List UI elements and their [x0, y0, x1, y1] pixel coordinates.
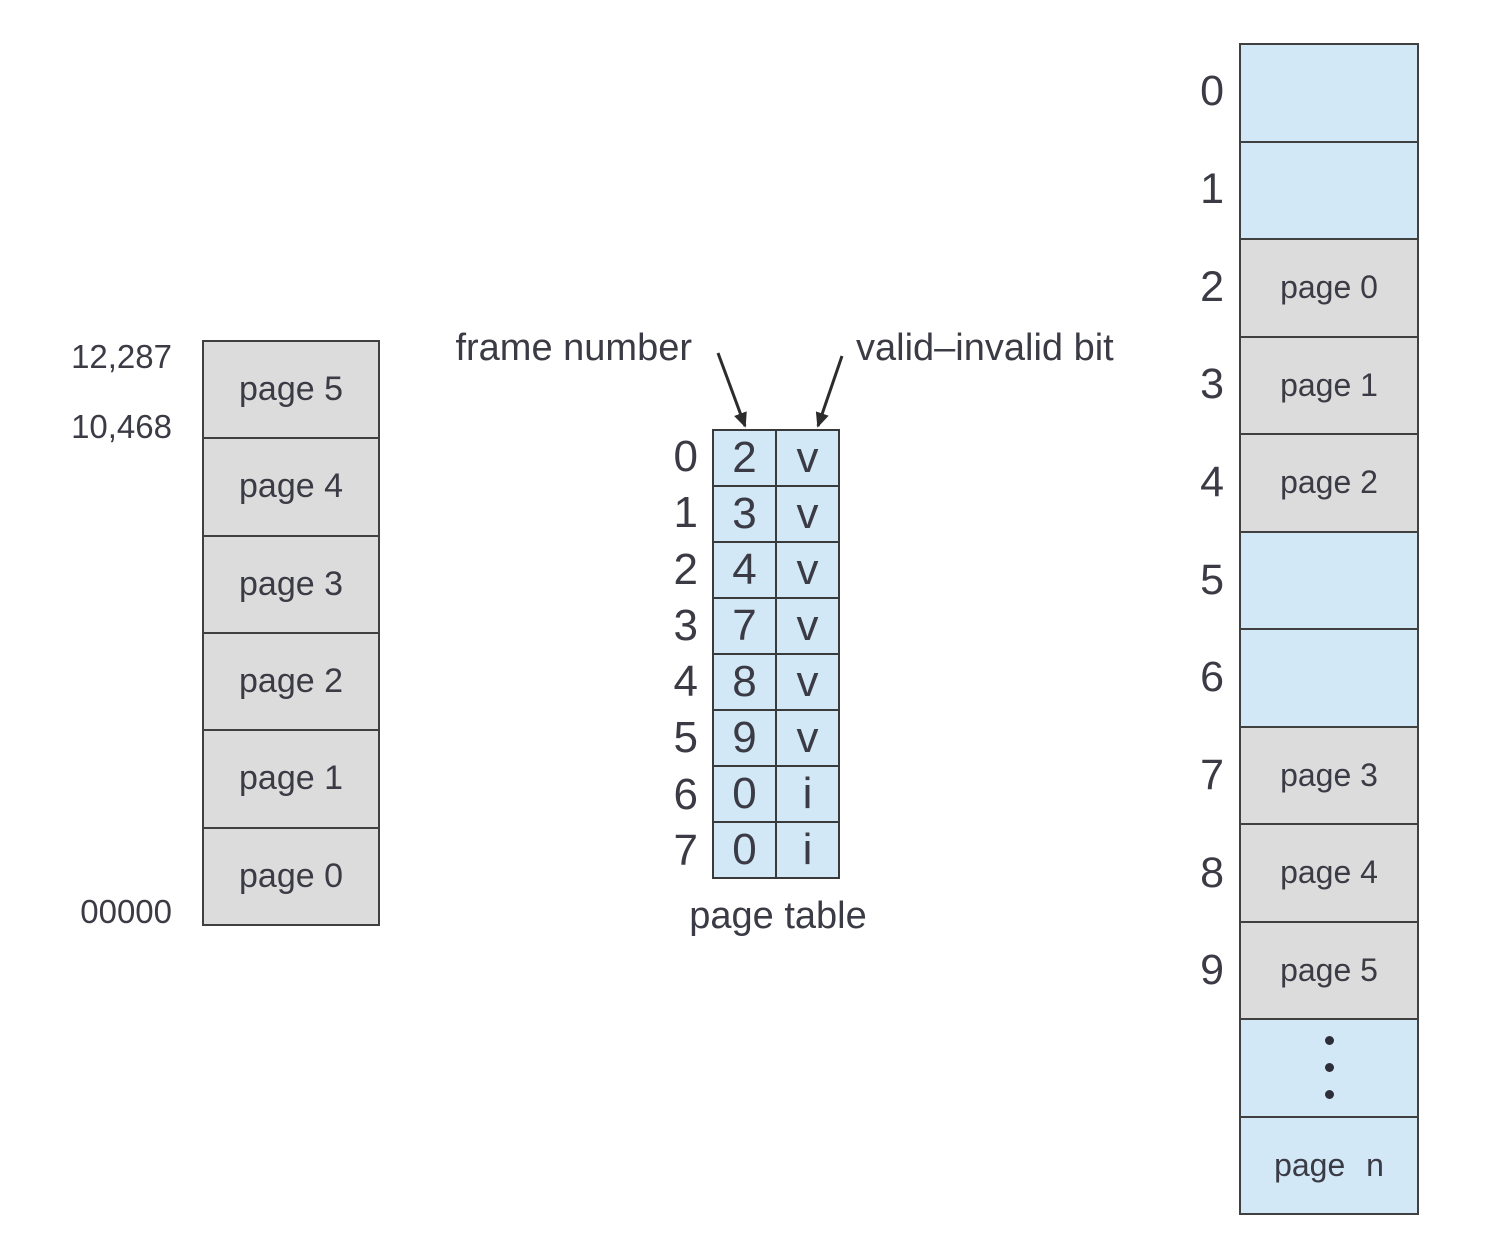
valid-bit-cell: i	[775, 821, 840, 879]
logical-page-cell: page 1	[202, 729, 380, 829]
page-table-index: 3	[673, 600, 698, 650]
physical-frame-cell: page 5	[1239, 920, 1419, 1020]
valid-invalid-bit-label: valid–invalid bit	[856, 327, 1114, 369]
frame-index-label: 0	[1200, 67, 1224, 116]
logical-page-cell: page 3	[202, 534, 380, 634]
valid-bit-cell: v	[775, 429, 840, 487]
page-table-row: 3 v	[712, 485, 840, 543]
physical-frame-cell	[1239, 1018, 1419, 1118]
logical-page-cell: page 2	[202, 631, 380, 732]
physical-frame-cell: page n	[1239, 1115, 1419, 1215]
physical-frame-cell: page 1	[1239, 335, 1419, 435]
frame-index-label: 9	[1200, 946, 1224, 995]
physical-frame-cell: page 2	[1239, 433, 1419, 533]
logical-page-cell: page 4	[202, 437, 380, 537]
page-table-index: 5	[673, 713, 698, 763]
pointer-arrows	[716, 352, 844, 428]
frame-index-label	[1146, 1020, 1224, 1118]
frame-index-label: 8	[1200, 848, 1224, 897]
valid-bit-cell: i	[775, 765, 840, 823]
physical-frame-index-labels: 0 1 2 3 4 5 6 7 8 9	[1146, 43, 1224, 1215]
valid-bit-cell: v	[775, 597, 840, 655]
frame-index-label: 5	[1200, 555, 1224, 604]
physical-frame-cell	[1239, 530, 1419, 630]
logical-address-bottom: 00000	[80, 893, 172, 930]
frame-number-cell: 0	[712, 765, 777, 823]
physical-frame-cell: page 4	[1239, 823, 1419, 923]
page-table-row: 8 v	[712, 653, 840, 711]
frame-index-label: 6	[1200, 653, 1224, 702]
page-table-index-labels: 0 1 2 3 4 5 6 7	[610, 429, 698, 879]
valid-bit-cell: v	[775, 709, 840, 767]
logical-memory-column: page 5 page 4 page 3 page 2 page 1 page …	[202, 340, 380, 926]
valid-bit-cell: v	[775, 485, 840, 543]
frame-index-label: 4	[1200, 458, 1224, 507]
page-table-index: 0	[673, 432, 698, 482]
physical-frame-cell	[1239, 628, 1419, 728]
page-table-index: 7	[673, 825, 698, 875]
frame-number-cell: 8	[712, 653, 777, 711]
page-table: 2 v 3 v 4 v 7 v 8 v 9 v 0 i 0 i	[712, 429, 840, 879]
frame-index-label: 7	[1200, 751, 1224, 800]
logical-page-cell: page 5	[202, 340, 380, 440]
physical-memory-column: page 0 page 1 page 2 page 3 page 4 page …	[1239, 43, 1419, 1215]
frame-index-label: 3	[1200, 360, 1224, 409]
valid-bit-cell: v	[775, 653, 840, 711]
page-table-caption: page table	[689, 895, 867, 937]
frame-number-label: frame number	[455, 327, 692, 369]
physical-frame-cell	[1239, 140, 1419, 240]
physical-frame-cell	[1239, 43, 1419, 143]
page-table-index: 4	[673, 657, 698, 707]
page-table-row: 7 v	[712, 597, 840, 655]
frame-number-cell: 7	[712, 597, 777, 655]
physical-frame-cell: page 0	[1239, 238, 1419, 338]
page-table-row: 2 v	[712, 429, 840, 487]
page-table-index: 2	[673, 544, 698, 594]
valid-invalid-arrow	[815, 355, 844, 428]
frame-number-cell: 3	[712, 485, 777, 543]
frame-index-label	[1146, 1117, 1224, 1215]
frame-number-cell: 2	[712, 429, 777, 487]
page-table-row: 4 v	[712, 541, 840, 599]
page-table-index: 1	[673, 488, 698, 538]
frame-number-cell: 0	[712, 821, 777, 879]
logical-address-middle: 10,468	[71, 408, 172, 445]
logical-address-top: 12,287	[71, 338, 172, 375]
page-table-index: 6	[673, 769, 698, 819]
page-table-row: 0 i	[712, 765, 840, 823]
logical-page-cell: page 0	[202, 826, 380, 926]
frame-number-cell: 4	[712, 541, 777, 599]
frame-index-label: 1	[1200, 165, 1224, 213]
frame-number-arrow	[716, 352, 747, 428]
page-table-row: 0 i	[712, 821, 840, 879]
valid-bit-cell: v	[775, 541, 840, 599]
physical-frame-cell: page 3	[1239, 725, 1419, 825]
page-table-row: 9 v	[712, 709, 840, 767]
frame-number-cell: 9	[712, 709, 777, 767]
frame-index-label: 2	[1200, 262, 1224, 311]
vertical-ellipsis-icon	[1324, 1036, 1334, 1100]
